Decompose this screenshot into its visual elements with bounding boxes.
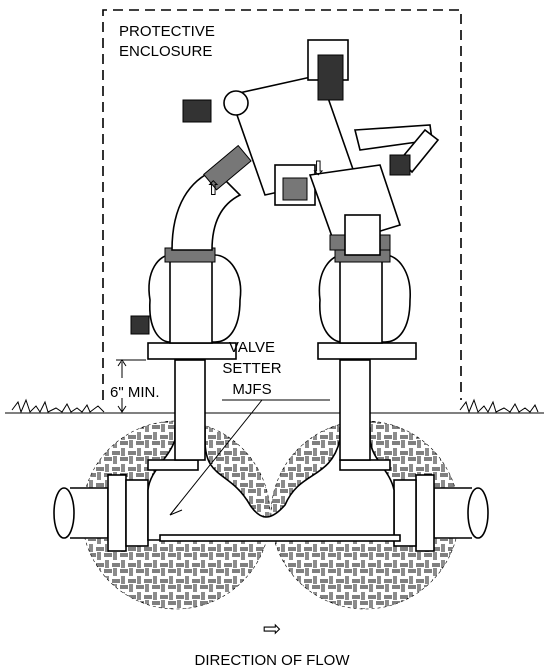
riser-right: [317, 342, 417, 461]
min-clearance-dimension: [116, 359, 146, 413]
valve-setter-label-line2: SETTER: [222, 360, 281, 377]
flow-arrow-inlet-icon: ⇧: [205, 178, 222, 200]
connector-spool: [274, 164, 316, 206]
inlet-pipe: [53, 487, 109, 539]
ground-line: [5, 398, 544, 414]
flow-direction-arrow-icon: ⇨: [263, 617, 281, 642]
valve-setter-leader: [169, 399, 330, 516]
direction-of-flow-label: DIRECTION OF FLOW: [195, 652, 351, 669]
riser-left: [147, 342, 237, 461]
flow-arrow-check-icon: ⇩: [310, 158, 327, 180]
enclosure-label-line1: PROTECTIVE: [119, 23, 215, 40]
check-valve-upper: [182, 39, 357, 196]
protective-enclosure: [102, 9, 462, 400]
valve-setter-label-line3: MJFS: [232, 381, 271, 398]
valve-setter-label-line1: VALVE: [229, 339, 275, 356]
shutoff-valve-left: [130, 247, 242, 344]
outlet-drop: [344, 214, 381, 256]
shutoff-valve-right: [318, 247, 411, 344]
outlet-pipe: [433, 487, 489, 539]
min-clearance-label: 6" MIN.: [110, 384, 160, 401]
enclosure-label-line2: ENCLOSURE: [119, 43, 212, 60]
